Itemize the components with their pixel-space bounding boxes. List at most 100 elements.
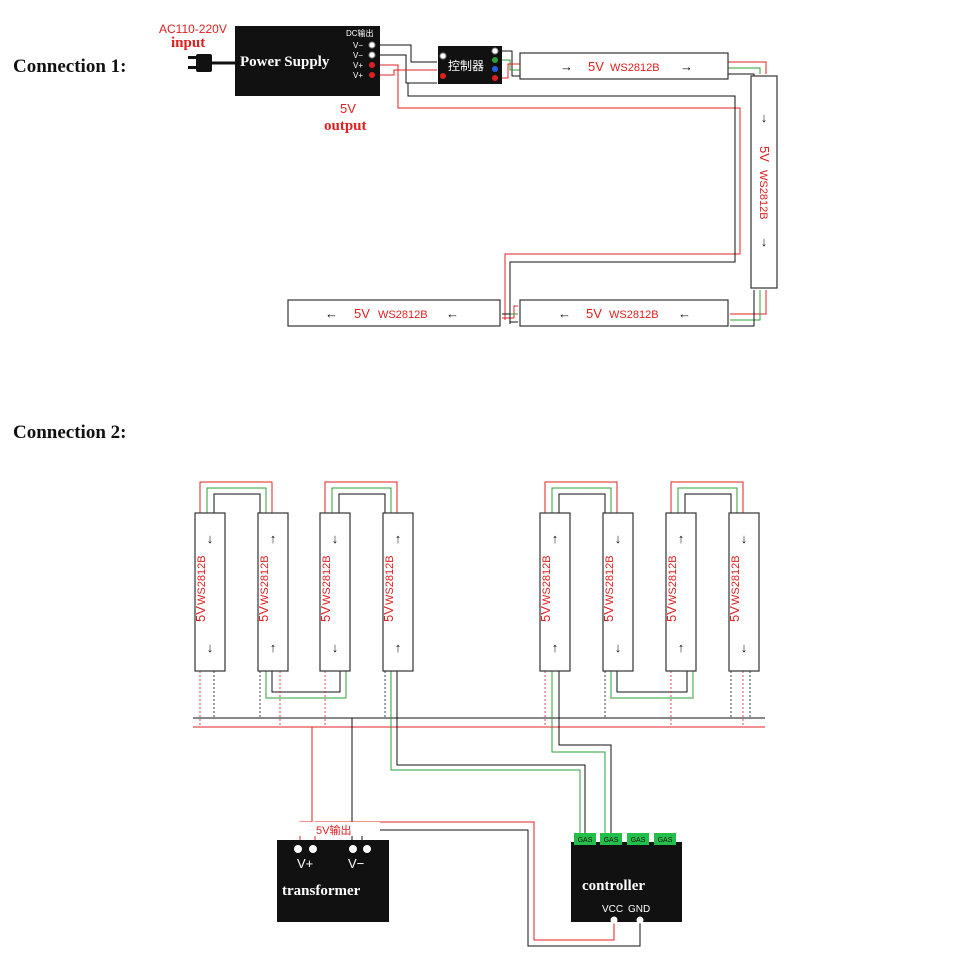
- strip-model: WS2812B: [610, 62, 660, 74]
- strip-model: WS2812B: [541, 555, 553, 605]
- strip-voltage: 5V: [586, 306, 602, 321]
- arrow-down-icon: ↓: [761, 110, 768, 125]
- strip-voltage: 5V: [318, 606, 333, 622]
- connection-2-title: Connection 2:: [13, 422, 126, 443]
- strip-voltage: 5V: [727, 606, 742, 622]
- terminal-label: V+: [353, 61, 363, 70]
- arrow-down-icon: ↓: [741, 640, 748, 655]
- port-label: GAS: [631, 837, 646, 844]
- strip-voltage: 5V: [538, 606, 553, 622]
- arrow-up-icon: ↑: [552, 640, 559, 655]
- strip-v1: ↓ 5V WS2812B ↓: [193, 512, 226, 672]
- connection-1-title: Connection 1:: [13, 56, 126, 77]
- wires-connection-1: [380, 44, 767, 327]
- output-label: output: [324, 118, 367, 134]
- arrow-left-icon: ←: [325, 306, 338, 321]
- strip-model: WS2812B: [667, 555, 679, 605]
- gnd-label: GND: [628, 904, 650, 915]
- arrow-up-icon: ↑: [678, 531, 685, 546]
- strip-model: WS2812B: [757, 170, 769, 220]
- transformer-header-bg: [296, 822, 380, 836]
- strip-model: WS2812B: [321, 555, 333, 605]
- input-label: input: [171, 35, 205, 51]
- strip-voltage: 5V: [193, 606, 208, 622]
- arrow-down-icon: ↓: [741, 531, 748, 546]
- port-label: GAS: [658, 837, 673, 844]
- arrow-up-icon: ↑: [395, 640, 402, 655]
- connection-1: Connection 1: AC110-220V input Power Sup…: [13, 22, 778, 327]
- strip-v3: ↓ 5V WS2812B ↓: [318, 512, 351, 672]
- terminal-label: V−: [353, 51, 363, 60]
- strip-voltage: 5V: [381, 606, 396, 622]
- strip-voltage: 5V: [664, 606, 679, 622]
- strip-v7: ↑ 5V WS2812B ↑: [664, 512, 697, 672]
- transformer-label: transformer: [282, 883, 361, 899]
- terminal-label: V+: [353, 71, 363, 80]
- arrow-up-icon: ↑: [270, 640, 277, 655]
- controller-box: [438, 46, 502, 84]
- terminal-label: V−: [353, 41, 363, 50]
- arrow-left-icon: ←: [446, 306, 459, 321]
- strip-model: WS2812B: [259, 555, 271, 605]
- strip-model: WS2812B: [384, 555, 396, 605]
- arrow-left-icon: ←: [678, 306, 691, 321]
- strip-voltage: 5V: [256, 606, 271, 622]
- strip-model: WS2812B: [730, 555, 742, 605]
- strip-v2: ↑ 5V WS2812B ↑: [256, 512, 289, 672]
- strip-model: WS2812B: [378, 309, 428, 321]
- strip-model: WS2812B: [609, 309, 659, 321]
- strip-4: ← 5V WS2812B ←: [287, 299, 501, 327]
- dc-output-label: DC输出: [346, 28, 374, 38]
- transformer: 5V输出 V+ V− transformer: [277, 822, 389, 922]
- strip-voltage: 5V: [757, 146, 772, 162]
- arrow-down-icon: ↓: [332, 531, 339, 546]
- strip-3: ← 5V WS2812B ←: [519, 299, 729, 327]
- transformer-output-label: 5V输出: [316, 823, 351, 837]
- controller: GAS GAS GAS GAS controller VCC GND: [571, 833, 682, 924]
- bus-drops: [199, 671, 751, 727]
- output-voltage-label: 5V: [340, 101, 356, 116]
- arrow-down-icon: ↓: [332, 640, 339, 655]
- strip-model: WS2812B: [196, 555, 208, 605]
- transformer-box: [277, 840, 389, 922]
- power-supply-label: Power Supply: [240, 54, 330, 70]
- strip-1: → 5V WS2812B →: [519, 52, 729, 80]
- strip-2: ↓ 5V WS2812B ↓: [750, 75, 778, 289]
- arrow-right-icon: →: [560, 59, 573, 74]
- vcc-label: VCC: [602, 904, 623, 915]
- terminal-vminus-label: V−: [348, 856, 364, 871]
- arrow-down-icon: ↓: [207, 531, 214, 546]
- vertical-strips: ↓ 5V WS2812B ↓ ↑ 5V WS2812B ↑ ↓ 5V WS281…: [193, 512, 760, 672]
- arrow-up-icon: ↑: [678, 640, 685, 655]
- arrow-up-icon: ↑: [270, 531, 277, 546]
- strip-voltage: 5V: [354, 306, 370, 321]
- terminal-vplus-label: V+: [297, 856, 313, 871]
- bottom-pair-wires: [265, 671, 694, 699]
- strip-voltage: 5V: [601, 606, 616, 622]
- connection-2: Connection 2:: [13, 422, 765, 947]
- strip-voltage: 5V: [588, 59, 604, 74]
- port-label: GAS: [604, 837, 619, 844]
- psu-terminals: V− V− V+ V+: [353, 41, 376, 80]
- arrow-right-icon: →: [680, 59, 693, 74]
- controller-box: [571, 842, 682, 922]
- power-supply-box: [235, 26, 380, 96]
- arrow-down-icon: ↓: [615, 531, 622, 546]
- strip-v8: ↓ 5V WS2812B ↓: [727, 512, 760, 672]
- arrow-down-icon: ↓: [615, 640, 622, 655]
- plug-icon: [188, 54, 236, 72]
- strip-v6: ↓ 5V WS2812B ↓: [601, 512, 634, 672]
- arrow-down-icon: ↓: [207, 640, 214, 655]
- controller-label: 控制器: [448, 59, 484, 73]
- port-label: GAS: [578, 837, 593, 844]
- top-loop-wires: [199, 481, 744, 513]
- controller-label: controller: [582, 878, 645, 894]
- strip-model: WS2812B: [604, 555, 616, 605]
- controller-terminals: [439, 47, 499, 81]
- strip-v4: ↑ 5V WS2812B ↑: [381, 512, 414, 672]
- arrow-down-icon: ↓: [761, 234, 768, 249]
- power-bus: [193, 717, 765, 728]
- arrow-up-icon: ↑: [395, 531, 402, 546]
- arrow-up-icon: ↑: [552, 531, 559, 546]
